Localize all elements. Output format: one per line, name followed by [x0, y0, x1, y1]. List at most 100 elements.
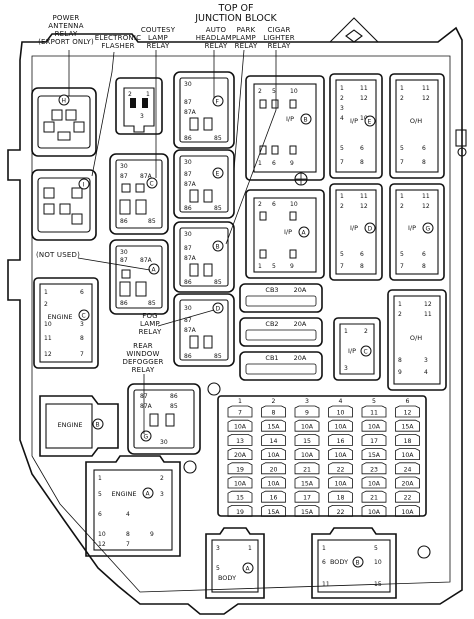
- svg-text:1: 1: [340, 193, 344, 200]
- svg-text:4: 4: [340, 115, 344, 122]
- label-ip-g: I/P: [407, 224, 417, 232]
- fuse-cavity: [395, 419, 420, 432]
- svg-text:G: G: [144, 434, 149, 441]
- svg-text:2: 2: [340, 203, 344, 210]
- svg-text:85: 85: [148, 218, 156, 225]
- fuse-label: 16: [270, 495, 278, 502]
- fuse-cavity: [227, 448, 253, 460]
- circuit-breaker-cb1: [239, 351, 323, 381]
- fuse-label: 15A: [267, 509, 280, 516]
- svg-text:2: 2: [258, 88, 262, 95]
- svg-text:12: 12: [44, 351, 52, 358]
- fuse-cavity: [328, 434, 353, 446]
- svg-text:H: H: [62, 98, 67, 105]
- fuse-cavity: [328, 448, 353, 460]
- fuse-label: 15: [303, 438, 311, 445]
- fuse-label: 20: [270, 466, 278, 473]
- svg-text:87: 87: [120, 257, 128, 264]
- svg-text:9: 9: [290, 263, 294, 270]
- fuse-column-number: 4: [339, 398, 343, 405]
- svg-text:3: 3: [216, 545, 220, 552]
- svg-text:87A: 87A: [140, 403, 153, 410]
- screw-corner: [417, 545, 431, 559]
- fuse-cavity: [328, 462, 353, 475]
- fuse-cavity: [395, 505, 420, 517]
- label-oh-top: O/H: [409, 117, 423, 125]
- svg-text:86: 86: [120, 300, 128, 307]
- fuse-label: 18: [404, 438, 412, 445]
- svg-text:86: 86: [170, 393, 178, 400]
- fuse-label: 7: [238, 410, 242, 417]
- fuse-label: 15A: [301, 509, 314, 516]
- svg-text:3: 3: [344, 365, 348, 372]
- cb2-name: CB2: [265, 320, 279, 328]
- fuse-label: 10A: [267, 481, 280, 488]
- svg-text:10: 10: [290, 201, 298, 208]
- svg-text:5: 5: [272, 263, 276, 270]
- svg-text:1: 1: [44, 289, 48, 296]
- fuse-cavity: [395, 476, 420, 489]
- engine-connector-c: [33, 277, 99, 369]
- park-lamp-relay-cavity: [173, 149, 235, 219]
- label-not-used: (NOT USED): [35, 251, 81, 259]
- fuse-cavity: [395, 448, 420, 460]
- svg-text:12: 12: [360, 203, 368, 210]
- svg-text:7: 7: [400, 263, 404, 270]
- housing-mount-tab: [329, 17, 379, 43]
- svg-text:8: 8: [398, 357, 402, 364]
- svg-text:11: 11: [422, 85, 430, 92]
- svg-text:86: 86: [184, 279, 192, 286]
- relay-i-cavity: [31, 169, 97, 241]
- svg-text:1: 1: [98, 475, 102, 482]
- svg-text:12: 12: [422, 203, 430, 210]
- svg-text:87A: 87A: [140, 173, 153, 180]
- fuse-column-number: 5: [372, 398, 376, 405]
- fuse-cavity: [361, 462, 387, 475]
- svg-text:30: 30: [160, 439, 168, 446]
- svg-text:1: 1: [344, 328, 348, 335]
- fuse-block-outline: [217, 395, 427, 517]
- cb1-name: CB1: [265, 354, 279, 362]
- svg-text:C: C: [82, 313, 86, 320]
- fuse-label: 13: [236, 438, 244, 445]
- fuse-cavity: [361, 434, 387, 446]
- fuse-cavity: [227, 419, 253, 432]
- label-ip-b: I/P: [285, 115, 295, 123]
- label-auto-headlamp-relay: AUTO HEADLAMP RELAY: [195, 26, 237, 50]
- svg-text:30: 30: [184, 159, 192, 166]
- svg-text:6: 6: [272, 160, 276, 167]
- svg-text:87A: 87A: [184, 327, 197, 334]
- svg-text:7: 7: [80, 351, 84, 358]
- fuse-cavity: [227, 405, 253, 418]
- svg-text:11: 11: [422, 193, 430, 200]
- label-courtesy-lamp-relay: COUTESY LAMP RELAY: [140, 26, 176, 50]
- svg-text:15: 15: [374, 581, 382, 588]
- fuse-label: 10A: [401, 509, 414, 516]
- svg-text:30: 30: [184, 81, 192, 88]
- label-ip-c: I/P: [347, 347, 357, 355]
- fuse-label: 10A: [301, 424, 314, 431]
- svg-text:10: 10: [360, 115, 368, 122]
- fuse-cavity: [294, 419, 320, 432]
- fuse-column-number: 2: [272, 398, 276, 405]
- engine-connector-b: [39, 395, 119, 457]
- svg-text:87A: 87A: [184, 255, 197, 262]
- fuse-cavity: [395, 462, 420, 475]
- fuse-cavity: [294, 405, 320, 418]
- ip-connector-g: [389, 183, 445, 281]
- fuse-cavity: [361, 490, 387, 503]
- fuse-cavity: [294, 462, 320, 475]
- svg-text:2: 2: [44, 301, 48, 308]
- fuse-label: 15: [236, 495, 244, 502]
- fuse-label: 16: [337, 438, 345, 445]
- fuse-cavity: [261, 505, 286, 517]
- fuse-cavity: [261, 490, 286, 503]
- fuse-column-number: 6: [406, 398, 410, 405]
- svg-text:D: D: [216, 306, 221, 313]
- svg-text:12: 12: [360, 95, 368, 102]
- fuse-label: 10A: [234, 481, 247, 488]
- svg-text:1: 1: [398, 301, 402, 308]
- fuse-cavity: [395, 490, 420, 503]
- svg-text:85: 85: [214, 279, 222, 286]
- svg-text:12: 12: [424, 301, 432, 308]
